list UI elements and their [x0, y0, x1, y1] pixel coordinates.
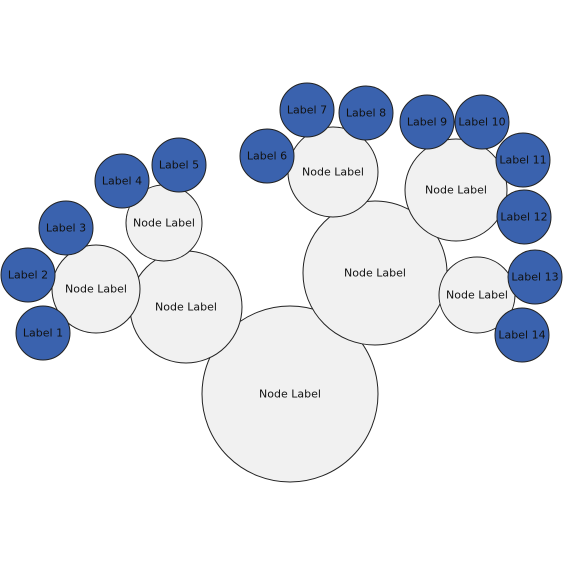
leaf-texts: Label 1 Label 2 Label 3 Label 4 Label 5 …: [8, 104, 559, 342]
leaf-label-6: [239, 128, 295, 184]
leaf-label-14: [494, 307, 550, 363]
leaf-label-1: [15, 305, 71, 361]
leaf-label-1-text: Label 1: [23, 327, 63, 340]
node-right-sub-b: [404, 138, 508, 242]
leaf-label-9-text: Label 9: [407, 116, 447, 129]
leaf-label-6-text: Label 6: [247, 150, 287, 163]
node-texts: Node Label Node Label Node Label Node La…: [65, 166, 508, 401]
leaf-label-12-text: Label 12: [500, 211, 547, 224]
leaf-label-7: [279, 82, 335, 138]
node-root-label: Node Label: [259, 388, 321, 401]
leaf-label-5-text: Label 5: [159, 159, 199, 172]
leaf-label-7-text: Label 7: [287, 104, 327, 117]
node-right-sub-b-label: Node Label: [425, 184, 487, 197]
leaf-label-13-text: Label 13: [511, 271, 558, 284]
node-right-sub-a-label: Node Label: [302, 166, 364, 179]
leaf-label-8-text: Label 8: [346, 107, 386, 120]
leaf-label-14-text: Label 14: [498, 329, 545, 342]
leaf-label-5: [151, 137, 207, 193]
leaf-label-13: [507, 249, 563, 305]
leaf-label-10-text: Label 10: [458, 116, 505, 129]
node-left-sub-a: [51, 244, 141, 334]
leaf-label-8: [338, 85, 394, 141]
node-circles: [51, 126, 516, 483]
node-right-branch-label: Node Label: [344, 267, 406, 280]
leaf-circles: [0, 82, 563, 363]
node-left-branch-label: Node Label: [155, 301, 217, 314]
leaf-label-4: [94, 153, 150, 209]
leaf-label-11-text: Label 11: [499, 154, 546, 167]
leaf-label-3-text: Label 3: [46, 222, 86, 235]
node-left-sub-b-label: Node Label: [133, 217, 195, 230]
leaf-label-4-text: Label 4: [102, 175, 142, 188]
leaf-label-10: [454, 94, 510, 150]
leaf-label-9: [399, 94, 455, 150]
leaf-label-11: [495, 132, 551, 188]
leaf-label-2-text: Label 2: [8, 269, 48, 282]
leaf-label-3: [38, 200, 94, 256]
node-right-sub-c-label: Node Label: [446, 289, 508, 302]
node-root: [201, 305, 379, 483]
leaf-label-12: [496, 189, 552, 245]
node-left-sub-a-label: Node Label: [65, 283, 127, 296]
leaf-label-2: [0, 247, 56, 303]
